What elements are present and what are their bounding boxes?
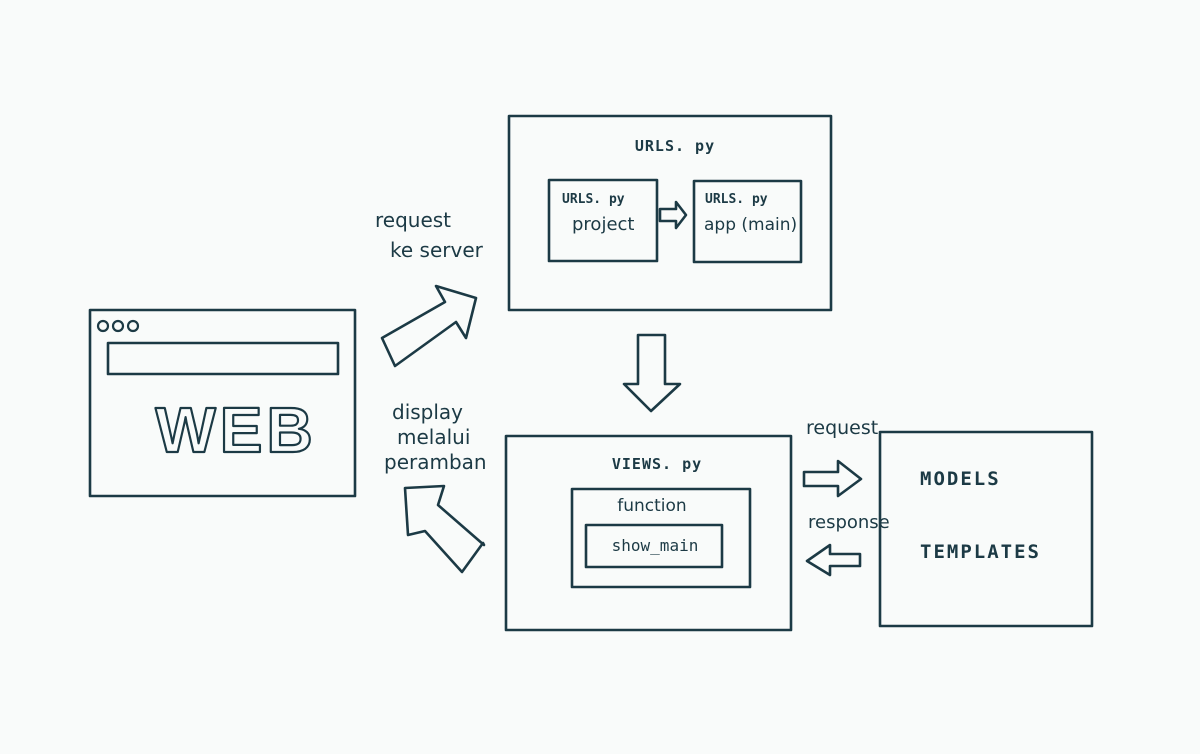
- edge-label-response: response: [808, 512, 890, 533]
- urls-project-name: project: [572, 214, 634, 235]
- views-file-title: VIEWS. py: [612, 455, 702, 473]
- models-label: MODELS: [920, 468, 1001, 490]
- address-bar: [106, 341, 340, 376]
- browser-frame: [88, 308, 357, 498]
- urls-file-box: URLS. py URLS. py project URLS. py app (…: [507, 114, 833, 312]
- function-label: function: [617, 496, 686, 516]
- edge-label-request-server-1: request: [375, 208, 451, 232]
- edge-label-display-1: display: [392, 400, 463, 424]
- urls-file-frame: [507, 114, 833, 312]
- data-layer-box: MODELS TEMPLATES: [878, 430, 1094, 628]
- display-arrow: [403, 484, 486, 574]
- views-file-box: VIEWS. py function show_main: [504, 434, 793, 632]
- show-main-frame: [584, 523, 724, 569]
- request-arrow: [380, 284, 478, 368]
- views-file-frame: [504, 434, 793, 632]
- urls-app-box: URLS. py app (main): [692, 179, 803, 264]
- browser-window: WEB: [88, 308, 357, 498]
- function-name: show_main: [612, 536, 699, 555]
- urls-project-box: URLS. py project: [547, 178, 659, 263]
- routing-down-arrow: [622, 333, 682, 413]
- urls-app-name: app (main): [704, 215, 797, 235]
- edge-label-request: request: [806, 417, 878, 439]
- edge-label-display-2: melalui: [397, 425, 470, 449]
- urls-project-frame: [547, 178, 659, 263]
- urls-app-file: URLS. py: [705, 192, 768, 207]
- browser-label: WEB: [155, 394, 316, 466]
- templates-label: TEMPLATES: [920, 541, 1041, 563]
- response-left-arrow: [805, 543, 862, 577]
- urls-project-file: URLS. py: [562, 192, 625, 207]
- edge-label-request-server-2: ke server: [390, 238, 484, 262]
- window-controls-icon: [96, 319, 140, 333]
- edge-label-display-3: peramban: [384, 450, 487, 474]
- data-layer-frame: [878, 430, 1094, 628]
- function-frame: [570, 487, 752, 589]
- request-right-arrow: [802, 459, 863, 498]
- urls-include-arrow: [658, 200, 688, 230]
- urls-file-title: URLS. py: [635, 137, 715, 155]
- urls-app-frame: [692, 179, 803, 264]
